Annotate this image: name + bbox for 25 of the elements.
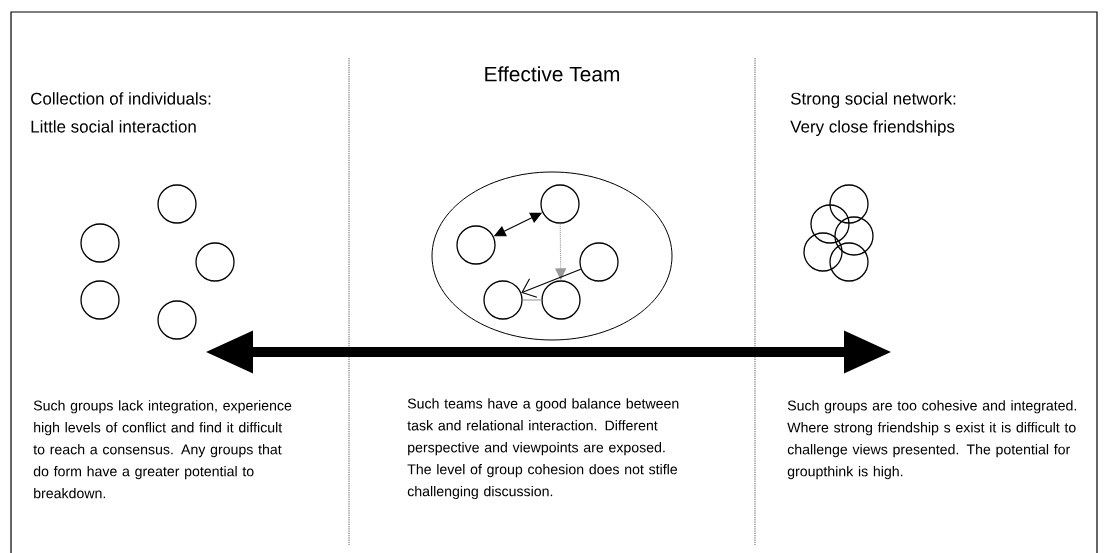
person-circle bbox=[483, 280, 523, 320]
description-text: Such groups lack integration, experience high levels of conflict and find it difficult to reach a consensus. Any groups that do form have a greater potential to breakdown. bbox=[33, 400, 292, 499]
heading-text: Strong social network: bbox=[790, 92, 956, 108]
person-circle bbox=[810, 204, 850, 244]
person-circle bbox=[195, 242, 235, 282]
person-circle bbox=[157, 300, 197, 340]
person-circle bbox=[456, 225, 496, 265]
person-circle bbox=[829, 184, 869, 224]
arrow bbox=[521, 268, 582, 298]
heading-text: Little social interaction bbox=[31, 120, 196, 133]
person-circle bbox=[540, 184, 580, 224]
heading-text: Collection of individuals: bbox=[31, 92, 211, 105]
team-ellipse bbox=[431, 171, 673, 341]
description-text: Such groups are too cohesive and integrated. Where strong friendship s exist it is difficult to challenge views presented. The potential for groupthink is high. bbox=[787, 400, 1077, 480]
person-circle bbox=[541, 280, 581, 320]
person-circle bbox=[579, 242, 619, 282]
person-circle bbox=[829, 242, 869, 282]
person-circle bbox=[803, 232, 843, 272]
person-circle bbox=[834, 216, 874, 256]
description-text: Such teams have a good balance between task and relational interaction. Different perspective and viewpoints are exposed. The level of group cohesion does not stifle challenging discussion. bbox=[407, 398, 679, 500]
title-text: Effective Team bbox=[485, 66, 620, 82]
heading-text: Very close friendships bbox=[790, 120, 955, 136]
person-circle bbox=[80, 280, 120, 320]
person-circle bbox=[157, 184, 197, 224]
person-circle bbox=[80, 223, 120, 263]
